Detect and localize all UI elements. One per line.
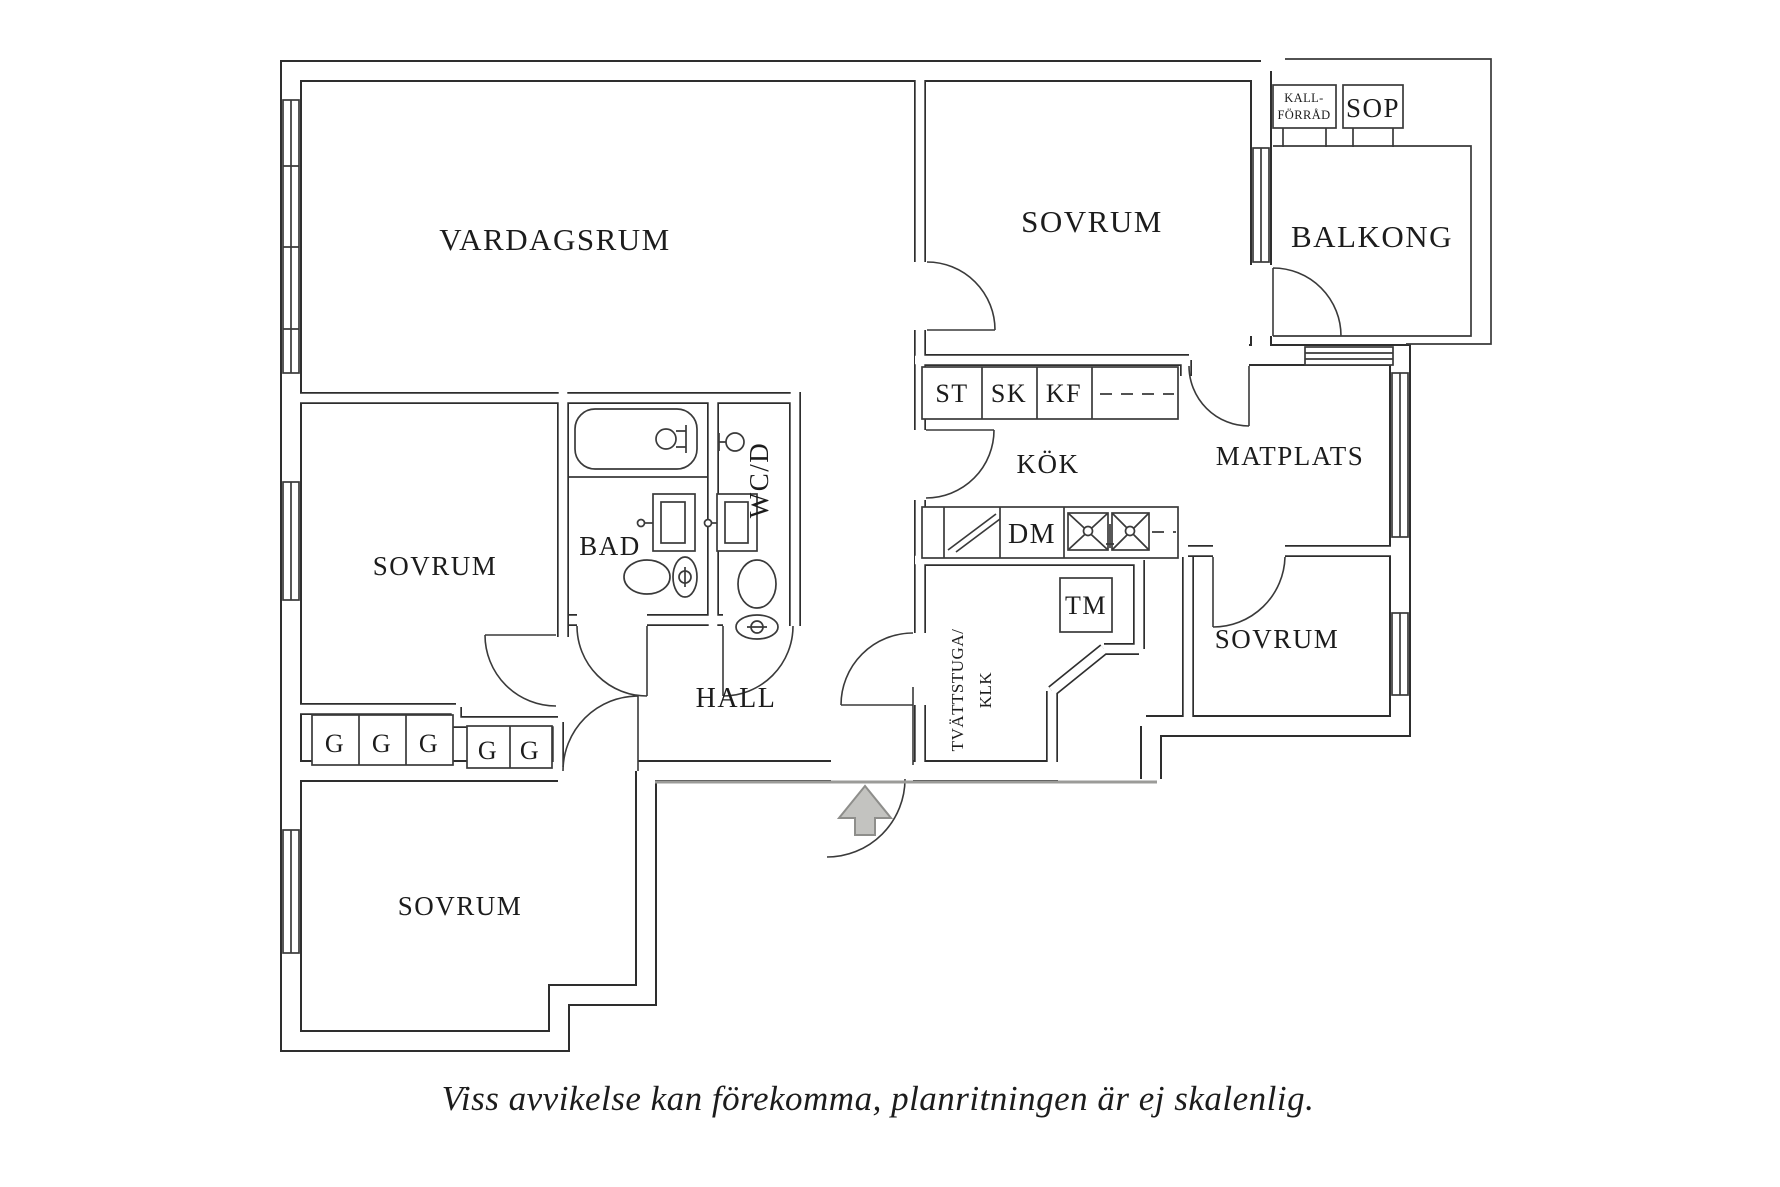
label-g1: G	[325, 729, 345, 758]
label-g2: G	[372, 729, 392, 758]
bathroom-fixtures	[569, 408, 779, 640]
label-g5: G	[520, 736, 540, 765]
storage-boxes	[1272, 84, 1404, 147]
door-sovrum-top	[926, 261, 996, 331]
shower-icon	[718, 432, 745, 452]
room-label-bad: BAD	[579, 531, 641, 561]
label-g3: G	[419, 729, 439, 758]
washbasin-bad-icon	[636, 493, 696, 552]
stove-symbol	[947, 513, 1001, 553]
site-boundary-line	[1285, 58, 1492, 345]
label-kallforrad-line1: KALL-	[1284, 91, 1324, 105]
upper-cabinet-row	[921, 366, 1179, 420]
room-label-matplats: MATPLATS	[1216, 441, 1365, 471]
label-sk: SK	[991, 379, 1027, 408]
disclaimer-caption: Viss avvikelse kan förekomma, planritnin…	[442, 1079, 1315, 1118]
balcony-railing	[1273, 145, 1472, 337]
washing-machine-box	[1059, 577, 1113, 633]
label-kallforrad-line2: FÖRRÅD	[1277, 108, 1330, 122]
room-label-sovrum-left: SOVRUM	[373, 551, 498, 581]
label-kf: KF	[1046, 379, 1082, 408]
room-label-wcd: WC/D	[744, 442, 774, 519]
door-kok	[925, 429, 995, 499]
room-label-sovrum-right: SOVRUM	[1215, 624, 1340, 654]
door-tvattstuga	[840, 632, 914, 706]
kitchen-sink	[1067, 512, 1150, 551]
label-dm: DM	[1008, 519, 1056, 550]
label-sop: SOP	[1346, 93, 1400, 123]
door-sovrum-left	[484, 634, 557, 707]
toilet-wcd-icon	[735, 559, 779, 640]
wardrobes	[311, 714, 553, 769]
wardrobe-row-3g	[311, 714, 454, 766]
washbasin-wcd-icon	[703, 493, 758, 552]
door-entrance	[826, 687, 914, 858]
room-label-sovrum-bottom: SOVRUM	[398, 891, 523, 921]
doors	[484, 261, 1342, 858]
kallforrad-box	[1272, 84, 1337, 129]
room-label-tvattstuga-line1: TVÄTTSTUGA/	[948, 629, 967, 752]
door-balkong	[1272, 267, 1342, 337]
door-bad	[576, 625, 648, 697]
tub-faucet-icon	[655, 428, 677, 450]
door-sovrum-right	[1212, 556, 1286, 628]
room-label-hall: HALL	[696, 683, 777, 714]
entrance-arrow-icon	[836, 784, 894, 836]
room-label-tvattstuga-line2: KLK	[976, 672, 995, 709]
room-label-balkong: BALKONG	[1291, 219, 1453, 254]
kitchen-counters	[921, 366, 1179, 559]
toilet-bad-icon	[623, 556, 698, 598]
door-matplats	[1188, 365, 1250, 427]
label-st: ST	[935, 379, 968, 408]
room-label-sovrum-top: SOVRUM	[1021, 204, 1163, 239]
room-labels: VARDAGSRUM SOVRUM BALKONG KALL- FÖRRÅD S…	[325, 91, 1453, 921]
label-g4: G	[478, 736, 498, 765]
door-sovrum-bottom	[562, 695, 639, 772]
windows	[282, 99, 1409, 954]
window-matplats-balkong	[1304, 346, 1394, 366]
door-wcd	[722, 625, 794, 697]
room-label-kok: KÖK	[1017, 449, 1080, 479]
faucet-icon	[1106, 524, 1114, 548]
bathtub-icon	[574, 408, 698, 470]
wall-core-interior	[285, 77, 1400, 771]
label-tm: TM	[1065, 591, 1107, 620]
room-label-vardagsrum: VARDAGSRUM	[439, 222, 671, 257]
sop-box	[1342, 84, 1404, 129]
